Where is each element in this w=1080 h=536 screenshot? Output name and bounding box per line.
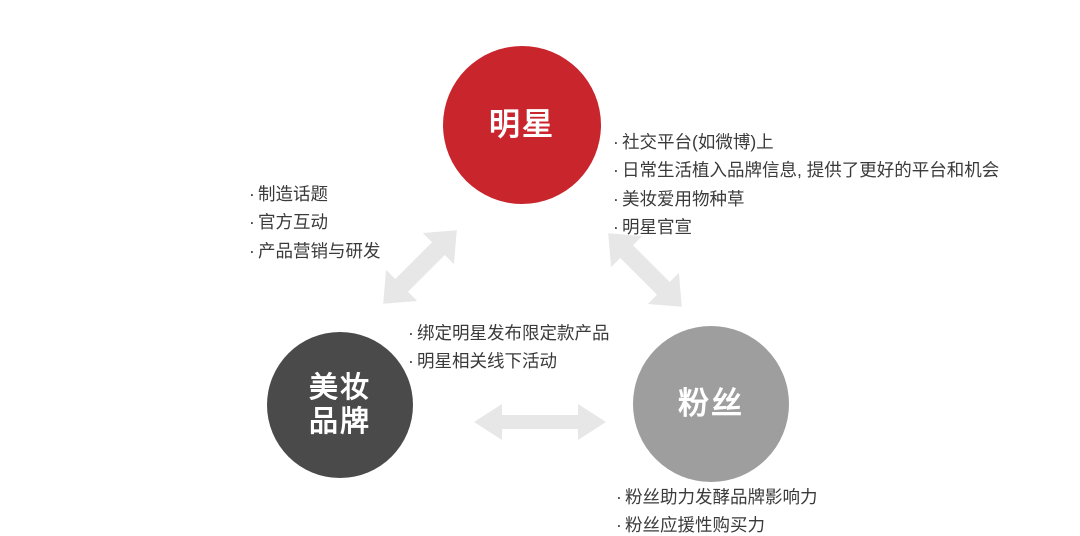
node-fans-label: 粉丝	[678, 385, 744, 421]
bullet-glyph: ·	[249, 184, 255, 204]
text-line: ·产品营销与研发	[249, 237, 381, 265]
bullet-glyph: ·	[613, 217, 619, 238]
text-line-content: 官方互动	[258, 212, 328, 233]
text-line: ·绑定明星发布限定款产品	[408, 319, 610, 347]
arrow-brand-fans	[474, 404, 606, 440]
node-celebrity-label: 明星	[489, 106, 555, 142]
text-block-fans-bottom: ·粉丝助力发酵品牌影响力 ·粉丝应援性购买力	[616, 483, 818, 536]
text-line: ·社交平台(如微博)上	[613, 128, 999, 156]
text-line-content: 美妆爱用物种草	[622, 188, 745, 209]
text-line: ·明星相关线下活动	[408, 347, 610, 375]
text-line-content: 日常生活植入品牌信息, 提供了更好的平台和机会	[622, 160, 1000, 181]
text-line-content: 社交平台(如微博)上	[622, 132, 774, 152]
node-beauty-brand-label: 美妆 品牌	[308, 371, 371, 438]
text-line: ·美妆爱用物种草	[613, 185, 999, 213]
bullet-glyph: ·	[249, 240, 255, 261]
node-celebrity[interactable]: 明星	[443, 46, 601, 204]
bullet-glyph: ·	[408, 351, 414, 372]
text-line-content: 明星官宣	[622, 217, 692, 238]
text-line: ·制造话题	[249, 180, 381, 208]
bullet-glyph: ·	[249, 212, 255, 233]
bullet-glyph: ·	[613, 132, 619, 152]
text-line: ·官方互动	[249, 208, 381, 236]
text-block-brand-celebrity: ·制造话题 ·官方互动 ·产品营销与研发	[249, 180, 381, 265]
text-line-content: 绑定明星发布限定款产品	[417, 323, 610, 343]
bullet-glyph: ·	[613, 160, 619, 181]
bullet-glyph: ·	[616, 515, 622, 536]
text-line-content: 产品营销与研发	[258, 240, 381, 261]
text-block-brand-center: ·绑定明星发布限定款产品 ·明星相关线下活动	[408, 319, 610, 376]
text-line: ·粉丝助力发酵品牌影响力	[616, 483, 818, 511]
bullet-glyph: ·	[616, 487, 622, 507]
bullet-glyph: ·	[408, 323, 414, 343]
text-block-celebrity-right: ·社交平台(如微博)上 ·日常生活植入品牌信息, 提供了更好的平台和机会 ·美妆…	[613, 128, 999, 241]
text-line-content: 粉丝助力发酵品牌影响力	[625, 487, 818, 507]
text-line: ·明星官宣	[613, 213, 999, 241]
text-line-content: 制造话题	[258, 184, 328, 204]
text-line-content: 粉丝应援性购买力	[625, 515, 765, 536]
node-fans[interactable]: 粉丝	[633, 326, 789, 482]
text-line: ·粉丝应援性购买力	[616, 511, 818, 536]
text-line: ·日常生活植入品牌信息, 提供了更好的平台和机会	[613, 156, 999, 184]
text-line-content: 明星相关线下活动	[417, 351, 557, 372]
bullet-glyph: ·	[613, 188, 619, 209]
node-beauty-brand[interactable]: 美妆 品牌	[267, 332, 413, 478]
